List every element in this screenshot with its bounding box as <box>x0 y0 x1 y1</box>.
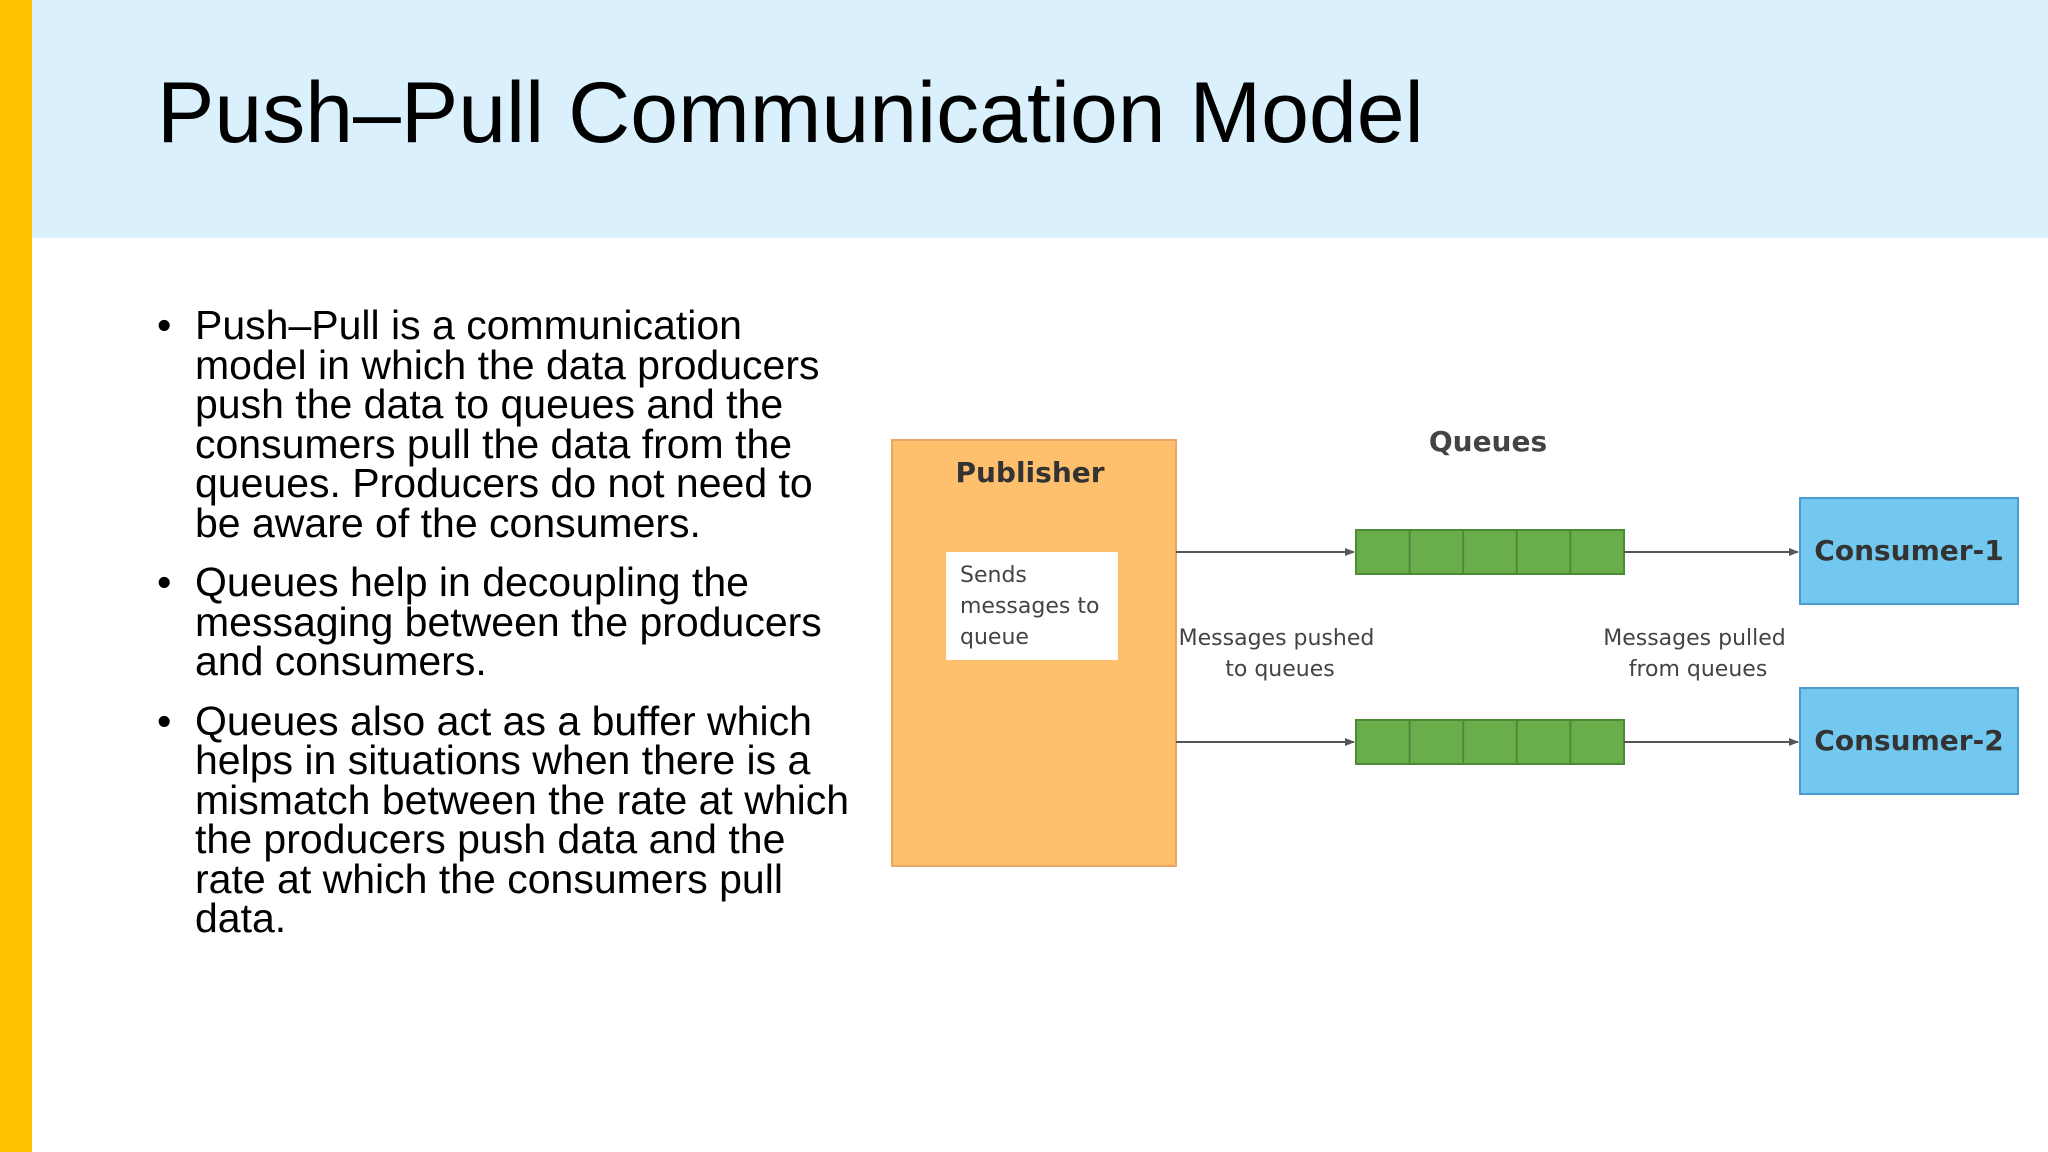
bullet-item: Queues help in decoupling the messaging … <box>157 562 857 682</box>
publisher-note-box <box>946 552 1118 660</box>
queue-2 <box>1355 719 1625 765</box>
bullet-item: Queues also act as a buffer which helps … <box>157 700 857 939</box>
slide-title: Push–Pull Communication Model <box>157 65 1424 161</box>
queue-1 <box>1355 529 1625 575</box>
pushed-label: Messages pushed to queues <box>1179 626 1382 682</box>
bullet-item: Push–Pull is a communication model in wh… <box>157 305 857 544</box>
consumer-2-label: Consumer-2 <box>1814 724 2003 757</box>
title-band <box>32 0 2048 238</box>
push-pull-diagram: Publisher Sends messages to queue Queues… <box>891 425 2019 867</box>
queues-label: Queues <box>1429 425 1547 458</box>
pulled-label: Messages pulled from queues <box>1603 626 1793 682</box>
publisher-note: Sends messages to queue <box>960 563 1106 650</box>
bullet-list: Push–Pull is a communication model in wh… <box>157 305 857 959</box>
consumer-2-box <box>1799 687 2019 795</box>
accent-bar <box>0 0 32 1152</box>
consumer-1-label: Consumer-1 <box>1814 534 2003 567</box>
consumer-1-box <box>1799 497 2019 605</box>
publisher-label: Publisher <box>955 456 1104 489</box>
